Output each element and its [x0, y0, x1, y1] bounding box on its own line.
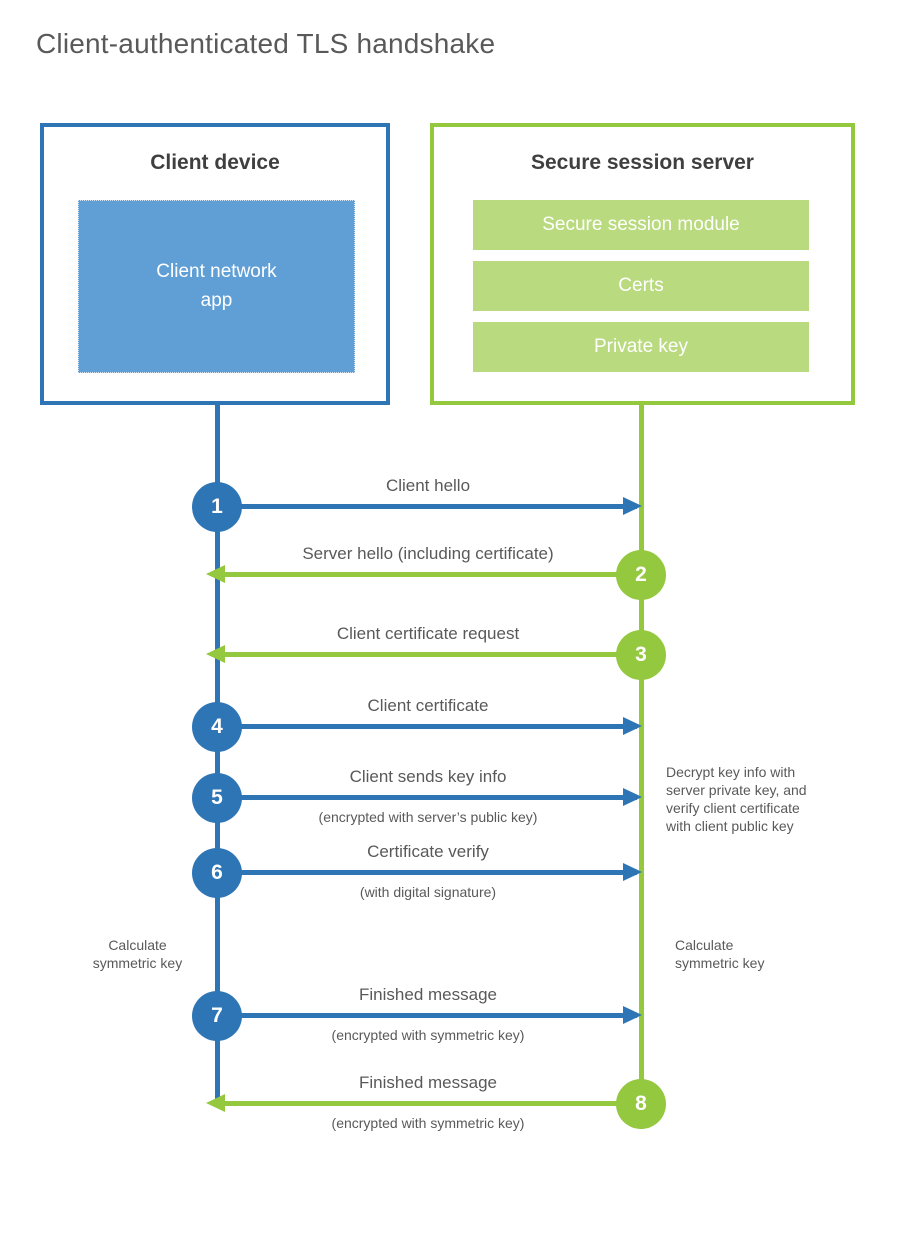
server-module-private-key: Private key	[473, 322, 809, 372]
message-client-sends-key-info: Client sends key info (encrypted with se…	[219, 767, 642, 825]
message-arrow	[206, 565, 637, 583]
message-finished-server: Finished message (encrypted with symmetr…	[206, 1073, 637, 1131]
arrowhead-right-icon	[623, 863, 642, 881]
note-calculate-symmetric-key-server: Calculate symmetric key	[675, 937, 765, 971]
arrowhead-right-icon	[623, 717, 642, 735]
message-arrow	[219, 863, 642, 881]
step-circle-2: 2	[616, 550, 666, 600]
message-sublabel: (with digital signature)	[359, 884, 497, 900]
message-arrow	[206, 645, 637, 663]
arrowhead-left-icon	[206, 565, 225, 583]
client-network-app-label: Client network app	[156, 261, 277, 311]
step-circle-1: 1	[192, 482, 242, 532]
step-circle-5: 5	[192, 773, 242, 823]
arrowhead-right-icon	[623, 497, 642, 515]
message-arrow	[219, 1006, 642, 1024]
message-label: Client certificate	[367, 696, 489, 715]
client-lifeline	[215, 403, 220, 1104]
message-arrow	[206, 1094, 637, 1112]
step-circle-8: 8	[616, 1079, 666, 1129]
page-title: Client-authenticated TLS handshake	[36, 28, 496, 59]
note-calculate-symmetric-key-client: Calculate symmetric key	[92, 937, 183, 971]
step-circle-7: 7	[192, 991, 242, 1041]
client-device-header: Client device	[150, 151, 280, 174]
message-client-certificate-request: Client certificate request	[206, 624, 637, 663]
note-decrypt-key-info: Decrypt key info with server private key…	[666, 764, 807, 834]
step-circle-3: 3	[616, 630, 666, 680]
message-sublabel: (encrypted with symmetric key)	[331, 1115, 525, 1131]
server-lifeline	[639, 403, 644, 1129]
server-module-certs: Certs	[473, 261, 809, 311]
message-sublabel: (encrypted with symmetric key)	[331, 1027, 525, 1043]
message-label: Finished message	[359, 1073, 497, 1092]
message-label: Client sends key info	[349, 767, 507, 786]
message-arrow	[219, 497, 642, 515]
message-client-hello: Client hello	[219, 476, 642, 515]
arrowhead-left-icon	[206, 645, 225, 663]
message-arrow	[219, 717, 642, 735]
message-label: Certificate verify	[367, 842, 489, 861]
client-network-app-box: Client network app	[78, 200, 355, 373]
message-server-hello: Server hello (including certificate)	[206, 544, 637, 583]
arrowhead-right-icon	[623, 1006, 642, 1024]
arrowhead-left-icon	[206, 1094, 225, 1112]
message-sublabel: (encrypted with server’s public key)	[318, 809, 538, 825]
step-circle-6: 6	[192, 848, 242, 898]
message-label: Server hello (including certificate)	[302, 544, 554, 563]
message-label: Client certificate request	[336, 624, 520, 643]
message-certificate-verify: Certificate verify (with digital signatu…	[219, 842, 642, 900]
message-client-certificate: Client certificate	[219, 696, 642, 735]
secure-session-server-header: Secure session server	[531, 151, 754, 174]
server-module-secure-session: Secure session module	[473, 200, 809, 250]
message-arrow	[219, 788, 642, 806]
arrowhead-right-icon	[623, 788, 642, 806]
message-finished-client: Finished message (encrypted with symmetr…	[219, 985, 642, 1043]
message-label: Client hello	[385, 476, 471, 495]
message-label: Finished message	[359, 985, 497, 1004]
step-circle-4: 4	[192, 702, 242, 752]
